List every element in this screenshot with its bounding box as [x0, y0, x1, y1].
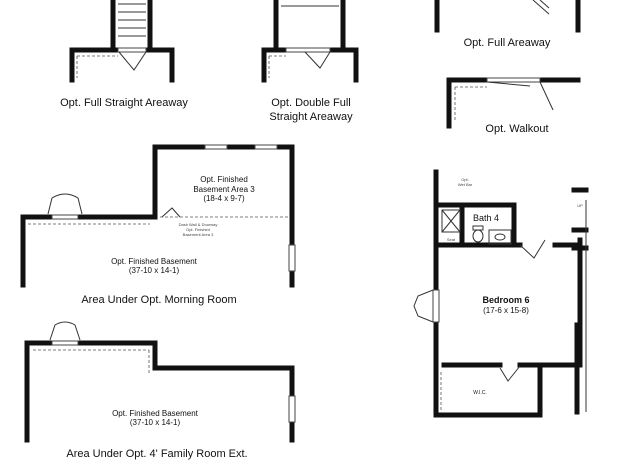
caption-full-areaway: Opt. Full Areaway [464, 37, 551, 49]
walkout-plan [446, 77, 581, 129]
caption-full-straight-areaway: Opt. Full Straight Areaway [60, 97, 188, 109]
note-wet-bar-line2: Wet Bar [458, 182, 473, 187]
full-areaway-plan [434, 0, 581, 33]
label-basement-area3-line2: Basement Area 3 [193, 185, 255, 194]
label-bath: Bath 4 [473, 213, 499, 223]
caption-walkout: Opt. Walkout [485, 123, 548, 135]
label-bedroom-dims: (17-6 x 15-8) [483, 306, 529, 315]
caption-double-full-line1: Opt. Double Full [271, 97, 350, 109]
label-basement-a-dims: (37-10 x 14-1) [129, 266, 180, 275]
note-dash-wall-line2: Opt. Finished [186, 227, 210, 232]
note-up: UP [577, 203, 583, 208]
bedroom-suite-plan [413, 169, 589, 418]
note-seat: Seat [447, 237, 456, 242]
caption-morning-room: Area Under Opt. Morning Room [81, 294, 236, 306]
morning-room-plan [20, 144, 296, 288]
label-basement-a-name: Opt. Finished Basement [111, 257, 198, 266]
label-bedroom: Bedroom 6 [482, 295, 529, 305]
note-dash-wall-line1: Dash Wall & Doorway [179, 222, 218, 227]
label-basement-area3-dims: (18-4 x 9-7) [203, 194, 245, 203]
caption-double-full-line2: Straight Areaway [269, 111, 353, 123]
caption-family-room-ext: Area Under Opt. 4' Family Room Ext. [66, 448, 247, 460]
label-basement-b-dims: (37-10 x 14-1) [130, 418, 181, 427]
note-dash-wall-line3: Basement Area 3 [183, 232, 214, 237]
label-wic: W.I.C. [473, 390, 487, 396]
label-basement-b-name: Opt. Finished Basement [112, 409, 199, 418]
full-straight-areaway-plan [69, 0, 175, 83]
note-wet-bar-line1: Opt. [461, 177, 469, 182]
family-room-ext-plan [24, 321, 296, 443]
label-basement-area3-line1: Opt. Finished [200, 175, 248, 184]
double-full-straight-areaway-plan [261, 0, 359, 83]
